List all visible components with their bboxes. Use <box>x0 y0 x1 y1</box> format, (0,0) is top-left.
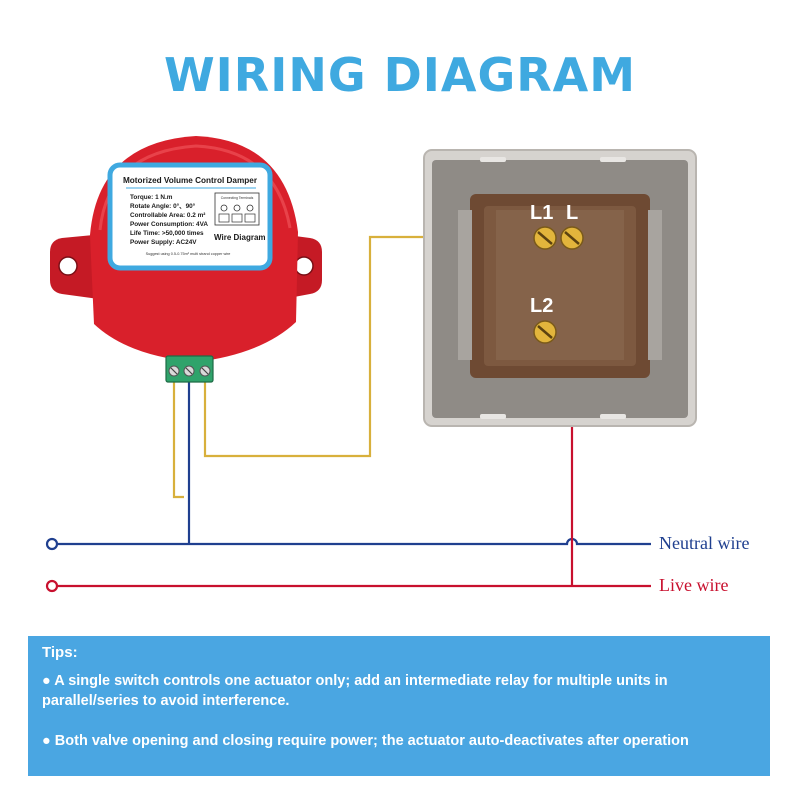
neutral-wire <box>58 537 651 546</box>
terminal-screw-l <box>560 226 584 250</box>
spec-power-consumption: Power Consumption: 4VA <box>130 221 208 228</box>
live-wire-terminal <box>45 579 59 593</box>
wire-diagram-label: Wire Diagram <box>214 233 266 242</box>
signal-wire-l2 <box>172 378 184 499</box>
tips-heading: Tips: <box>42 644 78 661</box>
connecting-terminals-label: Connecting Terminals <box>221 196 254 200</box>
actuator-label-frame <box>107 162 273 271</box>
spec-power-supply: Power Supply: AC24V <box>130 239 197 246</box>
spec-torque: Torque: 1 N.m <box>130 194 173 201</box>
wires <box>45 235 651 593</box>
spec-rotate-angle: Rotate Angle: 0°、90° <box>130 202 196 210</box>
wall-switch: L1 L L2 <box>423 149 697 427</box>
terminal-label-l2: L2 <box>530 295 553 317</box>
live-wire-label: Live wire <box>659 575 728 595</box>
neutral-wire-terminal <box>45 537 59 551</box>
page-title: WIRING DIAGRAM <box>163 48 637 102</box>
suggest-note: Suggest using 0.5-0.75m² multi strand co… <box>146 252 231 256</box>
terminal-label-l1: L1 <box>530 202 553 224</box>
neutral-wire-label: Neutral wire <box>659 533 749 553</box>
spec-life-time: Life Time: >50,000 times <box>130 230 204 237</box>
tips-panel: Tips: ● A single switch controls one act… <box>28 636 770 776</box>
tip-item: ● Both valve opening and closing require… <box>42 733 689 749</box>
terminal-block-screws <box>168 365 211 377</box>
terminal-screw-l1 <box>533 226 557 250</box>
spec-controllable-area: Controllable Area: 0.2 m² <box>130 212 205 219</box>
terminal-screw-l2 <box>533 320 557 344</box>
terminal-label-l: L <box>566 202 578 224</box>
tip-item: ● A single switch controls one actuator … <box>42 673 668 709</box>
damper-actuator: Motorized Volume Control Damper Torque: … <box>50 136 322 383</box>
connecting-terminals-box <box>214 192 260 226</box>
actuator-label-title: Motorized Volume Control Damper <box>123 176 258 185</box>
